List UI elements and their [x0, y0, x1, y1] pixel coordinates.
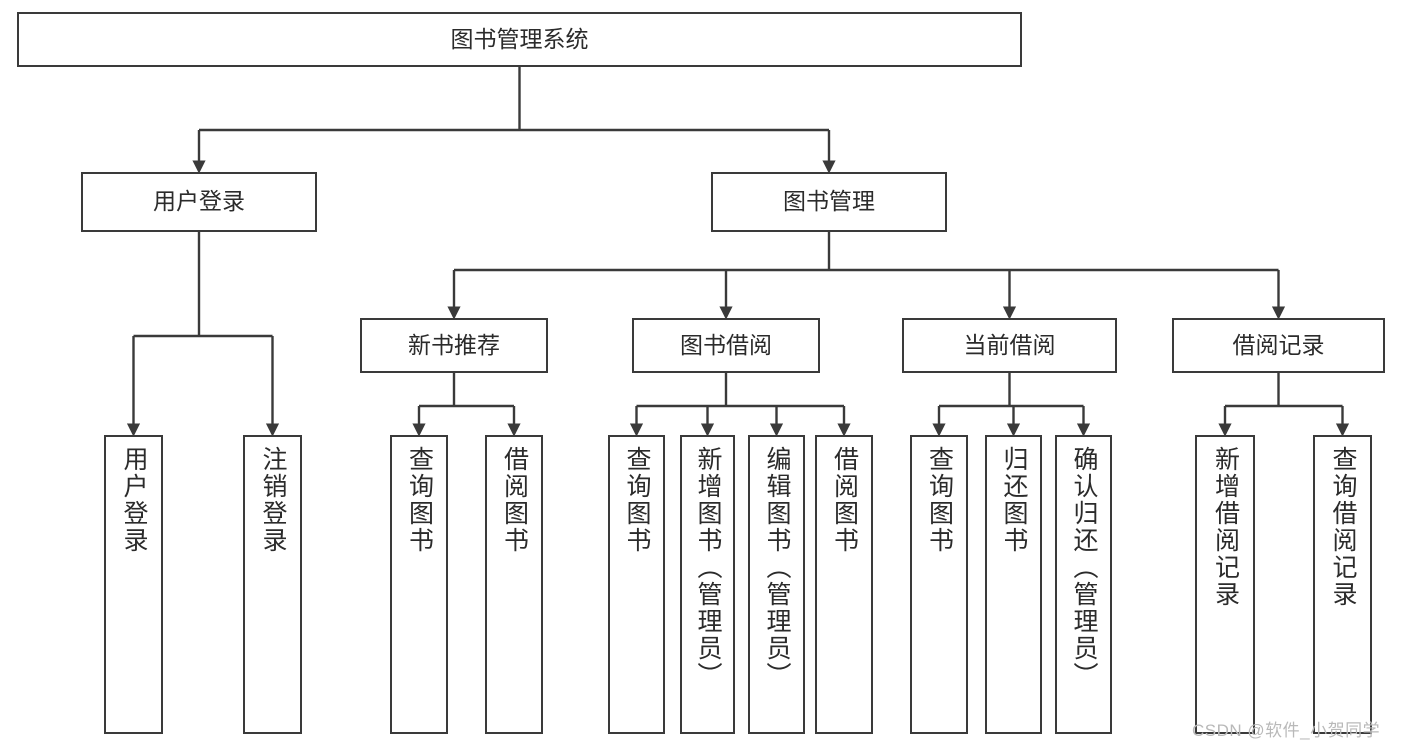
node-label: 当前借阅	[963, 331, 1056, 358]
node-leaf-query-record[interactable]: 查询借阅记录	[1313, 435, 1372, 734]
node-label: 图书管理系统	[450, 25, 589, 52]
node-leaf-query-book-3[interactable]: 查询图书	[910, 435, 968, 734]
node-new-book-rec[interactable]: 新书推荐	[360, 318, 548, 373]
node-label: 借阅图书	[500, 446, 529, 554]
node-label: 借阅图书	[830, 446, 859, 554]
node-label: 查询图书	[925, 446, 954, 554]
node-label: 查询借阅记录	[1329, 446, 1357, 608]
node-current-borrow[interactable]: 当前借阅	[902, 318, 1117, 373]
node-label: 新增借阅记录	[1211, 446, 1240, 608]
node-leaf-add-book[interactable]: 新增图书（管理员）	[680, 435, 735, 734]
node-borrow-record[interactable]: 借阅记录	[1172, 318, 1385, 373]
node-label: 图书借阅	[680, 331, 772, 358]
node-label: 注销登录	[259, 446, 287, 554]
node-leaf-add-record[interactable]: 新增借阅记录	[1195, 435, 1255, 734]
node-label: 确认归还（管理员）	[1070, 446, 1098, 689]
node-label: 归还图书	[1000, 446, 1028, 554]
node-label: 图书管理	[783, 188, 875, 215]
node-label: 借阅记录	[1232, 331, 1325, 358]
node-book-borrow[interactable]: 图书借阅	[632, 318, 820, 373]
node-book-manage[interactable]: 图书管理	[711, 172, 947, 232]
node-leaf-borrow-book-2[interactable]: 借阅图书	[815, 435, 873, 734]
node-user-login[interactable]: 用户登录	[81, 172, 317, 232]
node-label: 新增图书（管理员）	[694, 446, 722, 689]
node-label: 查询图书	[405, 446, 434, 554]
node-leaf-query-book-1[interactable]: 查询图书	[390, 435, 448, 734]
node-leaf-confirm-return[interactable]: 确认归还（管理员）	[1055, 435, 1112, 734]
node-leaf-user-login[interactable]: 用户登录	[104, 435, 163, 734]
node-label: 编辑图书（管理员）	[763, 446, 791, 689]
node-label: 用户登录	[153, 188, 245, 215]
node-leaf-edit-book[interactable]: 编辑图书（管理员）	[748, 435, 805, 734]
node-leaf-borrow-book-1[interactable]: 借阅图书	[485, 435, 543, 734]
node-label: 新书推荐	[408, 331, 500, 358]
node-leaf-query-book-2[interactable]: 查询图书	[608, 435, 665, 734]
node-label: 用户登录	[120, 446, 148, 554]
node-leaf-return-book[interactable]: 归还图书	[985, 435, 1042, 734]
node-leaf-user-logout[interactable]: 注销登录	[243, 435, 302, 734]
node-root[interactable]: 图书管理系统	[17, 12, 1022, 67]
node-label: 查询图书	[623, 446, 651, 554]
